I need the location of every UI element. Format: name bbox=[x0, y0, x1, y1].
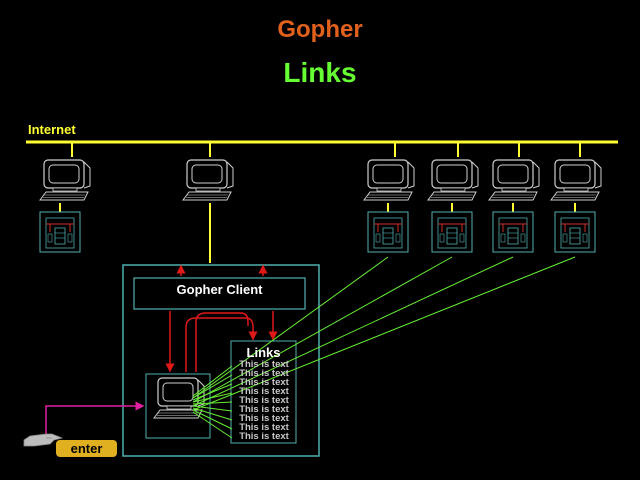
link-item[interactable]: This is text bbox=[239, 386, 289, 397]
gopher-client-label: Gopher Client bbox=[176, 282, 263, 297]
link-item[interactable]: This is text bbox=[239, 395, 289, 406]
server-rack-icon bbox=[367, 211, 409, 253]
internet-label: Internet bbox=[28, 122, 76, 137]
link-item[interactable]: This is text bbox=[239, 377, 289, 388]
input-arrow bbox=[45, 401, 145, 437]
link-item[interactable]: This is text bbox=[239, 359, 289, 370]
data-flow-arrows bbox=[165, 311, 278, 373]
page-title: Gopher bbox=[277, 16, 363, 43]
server-rack-icon bbox=[39, 211, 81, 253]
computer-icon bbox=[550, 159, 602, 201]
network-drops bbox=[59, 142, 581, 263]
computer-icon bbox=[363, 159, 415, 201]
server-rack-icon bbox=[431, 211, 473, 253]
computer-icon bbox=[182, 159, 234, 201]
link-item[interactable]: This is text bbox=[239, 422, 289, 433]
link-lines bbox=[192, 256, 576, 439]
pointing-hand-icon bbox=[23, 433, 64, 447]
link-item[interactable]: This is text bbox=[239, 404, 289, 415]
link-item[interactable]: This is text bbox=[239, 431, 289, 442]
computer-icon bbox=[39, 159, 91, 201]
computer-icon bbox=[488, 159, 540, 201]
computer-icon bbox=[427, 159, 479, 201]
request-arrows bbox=[176, 264, 268, 276]
link-item[interactable]: This is text bbox=[239, 368, 289, 379]
links-panel bbox=[230, 340, 297, 444]
enter-button[interactable]: enter bbox=[56, 440, 117, 457]
server-rack-icon bbox=[554, 211, 596, 253]
link-item[interactable]: This is text bbox=[239, 413, 289, 424]
links-list: This is text This is text This is text T… bbox=[232, 359, 296, 442]
links-panel-title: Links bbox=[246, 345, 281, 360]
page-subtitle: Links bbox=[283, 57, 357, 88]
server-rack-icon bbox=[492, 211, 534, 253]
gopher-client-box bbox=[133, 277, 306, 310]
